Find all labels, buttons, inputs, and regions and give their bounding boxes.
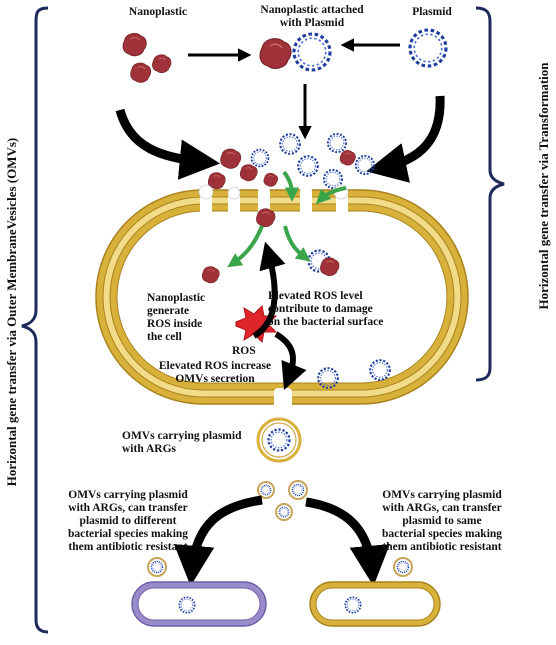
plasmid-top (408, 28, 448, 68)
label-ros: ROS (232, 345, 256, 357)
label-elevated-ros-increase: Elevated ROS increase OMVs secretion (158, 360, 272, 385)
label-nanoplastic: Nanoplastic (128, 6, 188, 18)
gold-bacterial-cell (309, 581, 441, 627)
arrow-ros-to-omv (274, 331, 307, 391)
pore-bulges (198, 184, 349, 200)
green-arrows (227, 170, 347, 268)
label-transfer-different: OMVs carrying plasmid with ARGs, can tra… (67, 489, 189, 553)
attached-plasmid (292, 32, 332, 72)
small-omvs (147, 480, 413, 577)
label-omvs-carrying: OMVs carrying plasmid with ARGs (122, 430, 242, 455)
label-attached: Nanoplastic attached with Plasmid (260, 4, 364, 29)
main-bacterial-cell (95, 189, 469, 405)
arrow-ros-to-np (252, 241, 286, 339)
right-brace (475, 6, 505, 382)
curved-arrow-left-down (115, 108, 221, 180)
nanoplastic-particles (122, 32, 172, 83)
label-elevated-ros-level: Elevated ROS level contribute to damage … (268, 290, 384, 328)
released-omv (256, 417, 302, 463)
curved-arrow-right-down (366, 95, 445, 183)
side-label-omvs: Horizontal gene transfer via Outer Membr… (4, 137, 19, 487)
side-label-transformation: Horizontal gene transfer via Transformat… (536, 62, 551, 310)
left-brace (21, 6, 49, 634)
purple-bacterial-cell (131, 581, 267, 627)
label-transfer-same: OMVs carrying plasmid with ARGs, can tra… (381, 489, 503, 553)
curved-arrow-bottom-right (305, 497, 390, 587)
ros-star (235, 304, 278, 344)
curved-arrow-bottom-left (173, 495, 263, 587)
attached-nanoplastic (259, 37, 292, 70)
label-generate-ros: Nanoplastic generate ROS inside the cell (147, 292, 206, 343)
label-plasmid: Plasmid (412, 6, 452, 18)
